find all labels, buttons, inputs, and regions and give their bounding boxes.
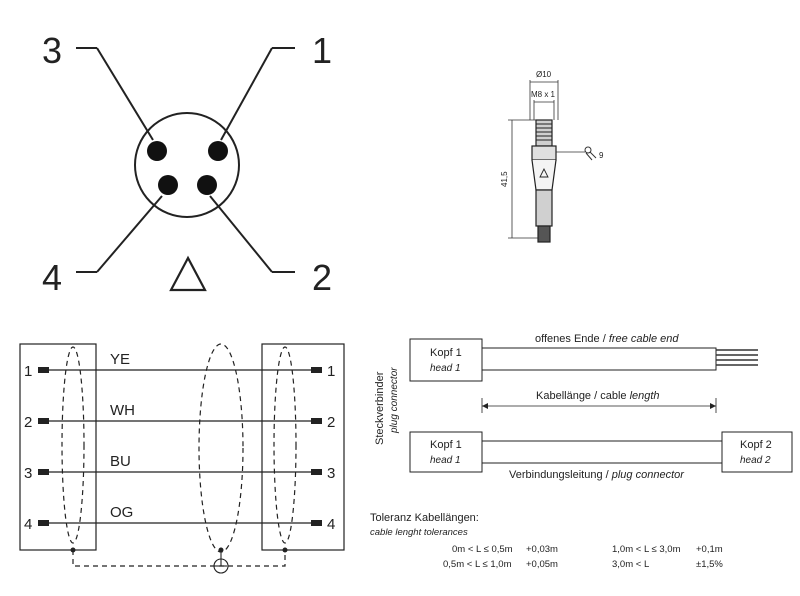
- dimension-length: 41,5: [500, 171, 509, 187]
- tolerance-range-1b: 1,0m < L ≤ 3,0m: [612, 544, 681, 555]
- head1-label-top: Kopf 1: [430, 347, 462, 359]
- tolerance-range-1a: 0m < L ≤ 0,5m: [452, 544, 513, 555]
- dimension-wrench: 9: [599, 151, 604, 160]
- head1-box-top: [409, 338, 483, 382]
- wiring-diagram: 1 2 3 4 1 2 3 4 YE WH BU OG: [19, 343, 345, 574]
- free-cable: [481, 347, 717, 371]
- cable-length-label: Kabellänge / cable length: [536, 390, 660, 402]
- wire-color-1: YE: [110, 351, 130, 368]
- dimension-drawing: [508, 80, 585, 243]
- dimension-thread: M8 x 1: [531, 90, 556, 99]
- connecting-label: Verbindungsleitung / plug connector: [509, 469, 685, 481]
- wire-pin-right-2: 2: [327, 414, 335, 431]
- tolerance-range-2a: 0,5m < L ≤ 1,0m: [443, 559, 512, 570]
- tolerance-value-2a: +0,05m: [526, 559, 558, 570]
- wire-pin-left-4: 4: [24, 516, 32, 533]
- tolerance-value-1a: +0,03m: [526, 544, 558, 555]
- head2-label: Kopf 2: [740, 439, 772, 451]
- pin-1-contact: [208, 141, 228, 161]
- wire-pin-right-1: 1: [327, 363, 335, 380]
- head1-en-top: head 1: [430, 363, 461, 374]
- head1-label-bottom: Kopf 1: [430, 439, 462, 451]
- tolerance-value-2b: ±1,5%: [696, 559, 723, 570]
- wire-color-4: OG: [110, 504, 133, 521]
- ground-icon: [213, 552, 229, 574]
- coding-triangle-icon: [169, 255, 207, 292]
- pin-4-contact: [158, 175, 178, 195]
- head1-box-bottom: [409, 431, 483, 473]
- pin-label-3: 3: [42, 30, 62, 71]
- side-label-en: plug connector: [389, 367, 400, 434]
- wiring-housing-right: [261, 343, 345, 551]
- connecting-cable: [481, 440, 723, 464]
- pin-2-contact: [197, 175, 217, 195]
- wire-pin-right-4: 4: [327, 516, 335, 533]
- side-label: Steckverbinder: [374, 371, 386, 445]
- pinout-diagram: [76, 47, 295, 273]
- wire-color-2: WH: [110, 402, 135, 419]
- wiring-housing-left: [19, 343, 97, 551]
- free-end-label: offenes Ende / free cable end: [535, 333, 679, 345]
- wire-color-3: BU: [110, 453, 131, 470]
- head2-en: head 2: [740, 455, 771, 466]
- pin-label-4: 4: [42, 257, 62, 298]
- tolerance-range-2b: 3,0m < L: [612, 559, 649, 570]
- tolerance-table: Toleranz Kabellängen: cable lenght toler…: [370, 512, 723, 570]
- tolerance-title-en: cable lenght tolerances: [370, 527, 468, 538]
- tolerance-title: Toleranz Kabellängen:: [370, 512, 479, 524]
- cable-diagram: Steckverbinder plug connector Kopf 1 hea…: [374, 333, 793, 481]
- wire-pin-left-3: 3: [24, 465, 32, 482]
- pin-3-contact: [147, 141, 167, 161]
- wire-pin-left-1: 1: [24, 363, 32, 380]
- wire-pin-right-3: 3: [327, 465, 335, 482]
- pin-label-1: 1: [312, 30, 332, 71]
- head2-box: [721, 431, 793, 473]
- tolerance-value-1b: +0,1m: [696, 544, 723, 555]
- wire-pin-left-2: 2: [24, 414, 32, 431]
- connector-face: [134, 112, 240, 218]
- pin-label-2: 2: [312, 257, 332, 298]
- wrench-icon: [584, 146, 597, 161]
- dimension-diameter: Ø10: [536, 70, 552, 79]
- body-triangle-icon: [539, 167, 549, 178]
- head1-en-bottom: head 1: [430, 455, 461, 466]
